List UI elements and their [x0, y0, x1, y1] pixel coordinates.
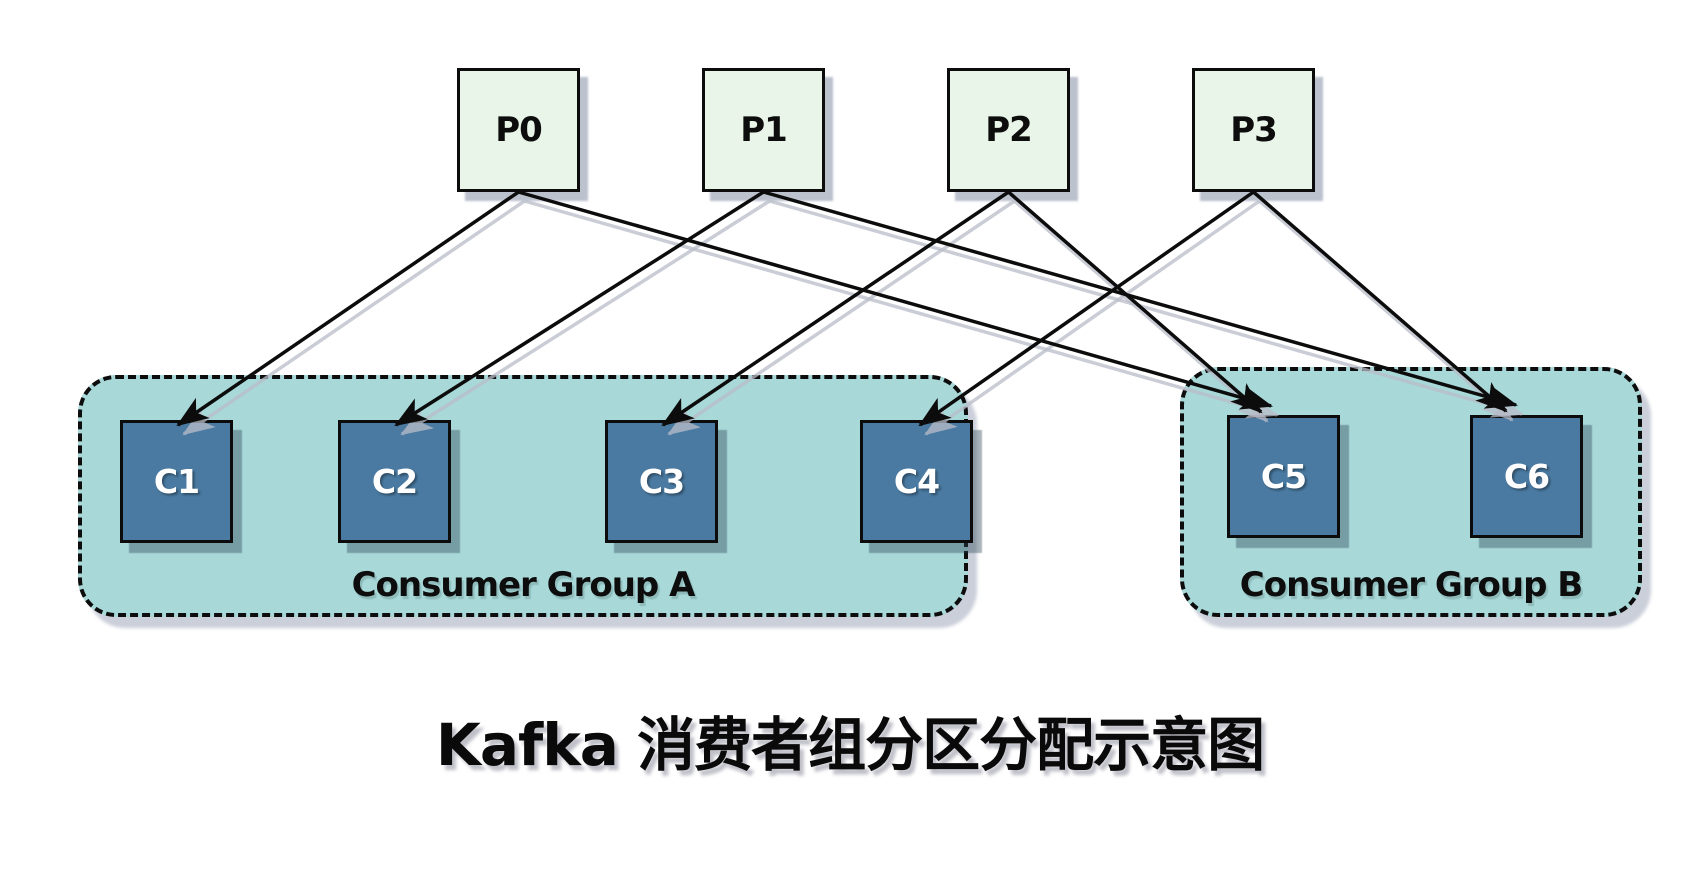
partition-label-p1: P1	[740, 110, 788, 150]
consumer-box-c2: C2	[338, 420, 451, 543]
partition-box-p1: P1	[702, 68, 825, 192]
consumer-label-c6: C6	[1503, 457, 1550, 496]
consumer-box-c5: C5	[1227, 415, 1340, 538]
partition-label-p2: P2	[985, 110, 1033, 150]
partition-box-p2: P2	[947, 68, 1070, 192]
partition-label-p0: P0	[495, 110, 543, 150]
partition-box-p3: P3	[1192, 68, 1315, 192]
arrow-p0-to-c5	[518, 190, 1274, 410]
consumer-box-c1: C1	[120, 420, 233, 543]
consumer-label-c5: C5	[1260, 457, 1307, 496]
partition-label-p3: P3	[1230, 110, 1278, 150]
consumer-box-c4: C4	[860, 420, 973, 543]
consumer-label-c2: C2	[371, 462, 418, 501]
partition-box-p0: P0	[457, 68, 580, 192]
consumer-label-c4: C4	[893, 462, 940, 501]
consumer-label-c1: C1	[153, 462, 200, 501]
consumer-box-c6: C6	[1470, 415, 1583, 538]
consumer-group-a-label: Consumer Group A	[351, 565, 696, 605]
consumer-group-b-label: Consumer Group B	[1239, 565, 1583, 605]
consumer-label-c3: C3	[638, 462, 685, 501]
diagram-title: Kafka 消费者组分区分配示意图	[435, 711, 1265, 779]
consumer-box-c3: C3	[605, 420, 718, 543]
